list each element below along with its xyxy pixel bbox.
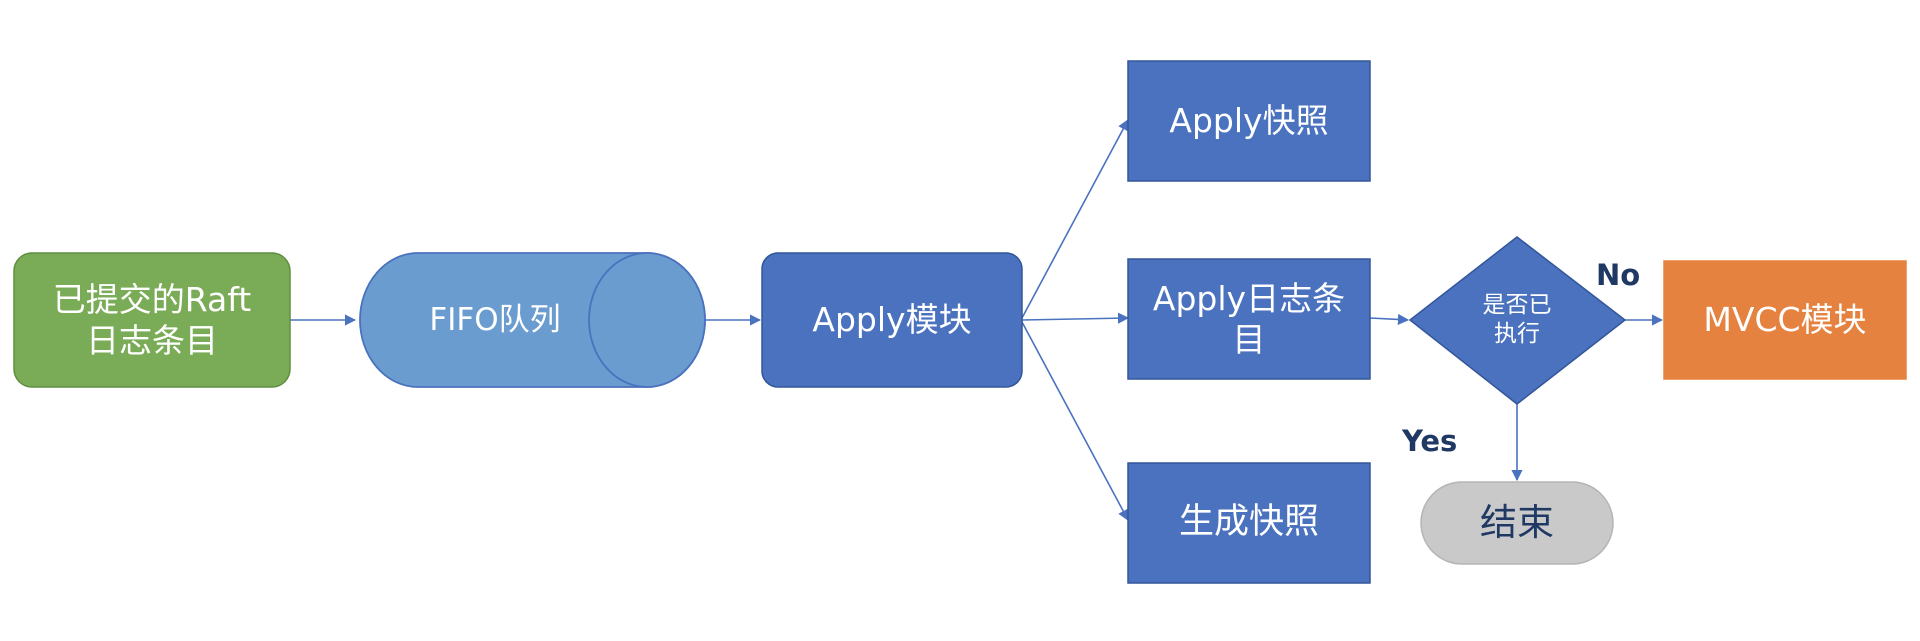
node-gen-snapshot [1127, 462, 1371, 584]
edge-apply-to-log-entry [1021, 312, 1130, 324]
node-mvcc-module [1663, 260, 1907, 380]
node-apply-log-entry [1127, 258, 1371, 380]
fifo-queue-end-cap [588, 252, 706, 388]
node-apply-module [761, 252, 1023, 388]
apply-snapshot-label: Apply快照 [1169, 101, 1329, 141]
mvcc-module-label: MVCC模块 [1703, 300, 1867, 340]
executed-check-label: 是否已 执行 [1482, 292, 1552, 347]
raft-entries-label: 已提交的Raft 日志条目 [52, 279, 252, 360]
edge-label-yes: Yes [1402, 424, 1458, 458]
node-raft-entries [13, 252, 291, 388]
edge-apply-to-snapshot [1021, 119, 1129, 319]
node-fifo-queue [359, 252, 706, 388]
edge-log-entry-to-check [1369, 313, 1410, 326]
node-end [1420, 481, 1614, 565]
edge-label-no: No [1596, 258, 1641, 292]
apply-module-label: Apply模块 [812, 300, 972, 340]
gen-snapshot-label: 生成快照 [1178, 502, 1319, 543]
node-apply-snapshot [1127, 60, 1371, 182]
edge-apply-to-gen-snapshot [1021, 321, 1129, 521]
node-executed-check [1408, 236, 1627, 405]
fifo-queue-label: FIFO队列 [429, 301, 561, 338]
apply-log-entry-label: Apply日志条 目 [1152, 278, 1346, 359]
end-label: 结束 [1480, 500, 1554, 544]
edges [290, 119, 1664, 521]
